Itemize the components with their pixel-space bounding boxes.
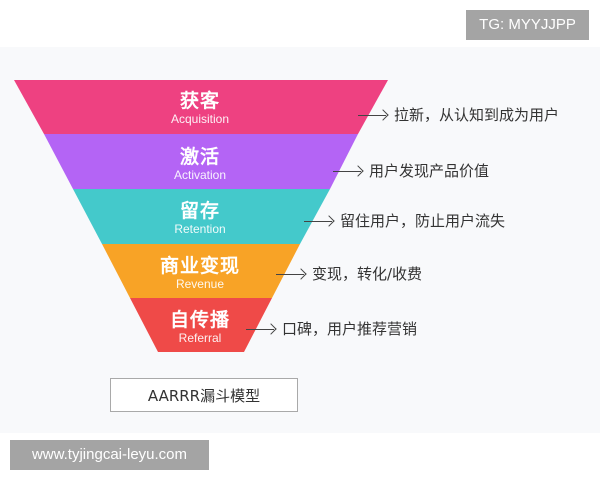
stage-label-acquisition: 获客 Acquisition bbox=[100, 90, 300, 126]
watermark-url: www.tyjingcai-leyu.com bbox=[10, 440, 209, 470]
stage-label-activation: 激活 Activation bbox=[100, 146, 300, 182]
stage-label-revenue: 商业变现 Revenue bbox=[100, 255, 300, 291]
stage-desc-text: 留住用户，防止用户流失 bbox=[340, 212, 506, 230]
funnel-segment-activation bbox=[44, 134, 358, 189]
funnel-segment-revenue bbox=[102, 244, 300, 298]
funnel-segment-acquisition bbox=[14, 80, 388, 134]
arrow-right-icon bbox=[304, 216, 334, 226]
stage-desc-text: 拉新，从认知到成为用户 bbox=[394, 106, 560, 124]
stage-title-en: Activation bbox=[173, 168, 227, 182]
stage-label-retention: 留存 Retention bbox=[100, 200, 300, 236]
stage-desc-referral: 口碑，用户推荐营销 bbox=[246, 318, 417, 339]
stage-desc-revenue: 变现，转化/收费 bbox=[276, 263, 422, 284]
diagram-title: AARRR漏斗模型 bbox=[110, 378, 298, 412]
stage-desc-retention: 留住用户，防止用户流失 bbox=[304, 210, 505, 231]
stage-desc-text: 口碑，用户推荐营销 bbox=[282, 320, 418, 338]
arrow-right-icon bbox=[333, 166, 363, 176]
stage-label-referral: 自传播 Referral bbox=[100, 309, 300, 345]
stage-desc-text: 用户发现产品价值 bbox=[369, 162, 490, 180]
stage-title-cn: 获客 bbox=[179, 90, 220, 112]
arrow-right-icon bbox=[246, 324, 276, 334]
stage-desc-acquisition: 拉新，从认知到成为用户 bbox=[358, 104, 559, 125]
watermark-tg: TG: MYYJJPP bbox=[466, 10, 589, 40]
arrow-right-icon bbox=[276, 269, 306, 279]
stage-title-cn: 自传播 bbox=[169, 309, 230, 331]
stage-title-cn: 留存 bbox=[179, 200, 220, 222]
stage-desc-text: 变现，转化/收费 bbox=[312, 265, 423, 283]
stage-desc-activation: 用户发现产品价值 bbox=[333, 160, 489, 181]
funnel-segment-retention bbox=[73, 189, 330, 244]
stage-title-en: Retention bbox=[174, 222, 226, 236]
stage-title-cn: 商业变现 bbox=[159, 255, 240, 277]
stage-title-en: Acquisition bbox=[170, 112, 230, 126]
stage-title-en: Revenue bbox=[175, 277, 225, 291]
funnel-segment-referral bbox=[130, 298, 272, 352]
stage-title-cn: 激活 bbox=[179, 146, 220, 168]
stage-title-en: Referral bbox=[178, 331, 222, 345]
arrow-right-icon bbox=[358, 110, 388, 120]
